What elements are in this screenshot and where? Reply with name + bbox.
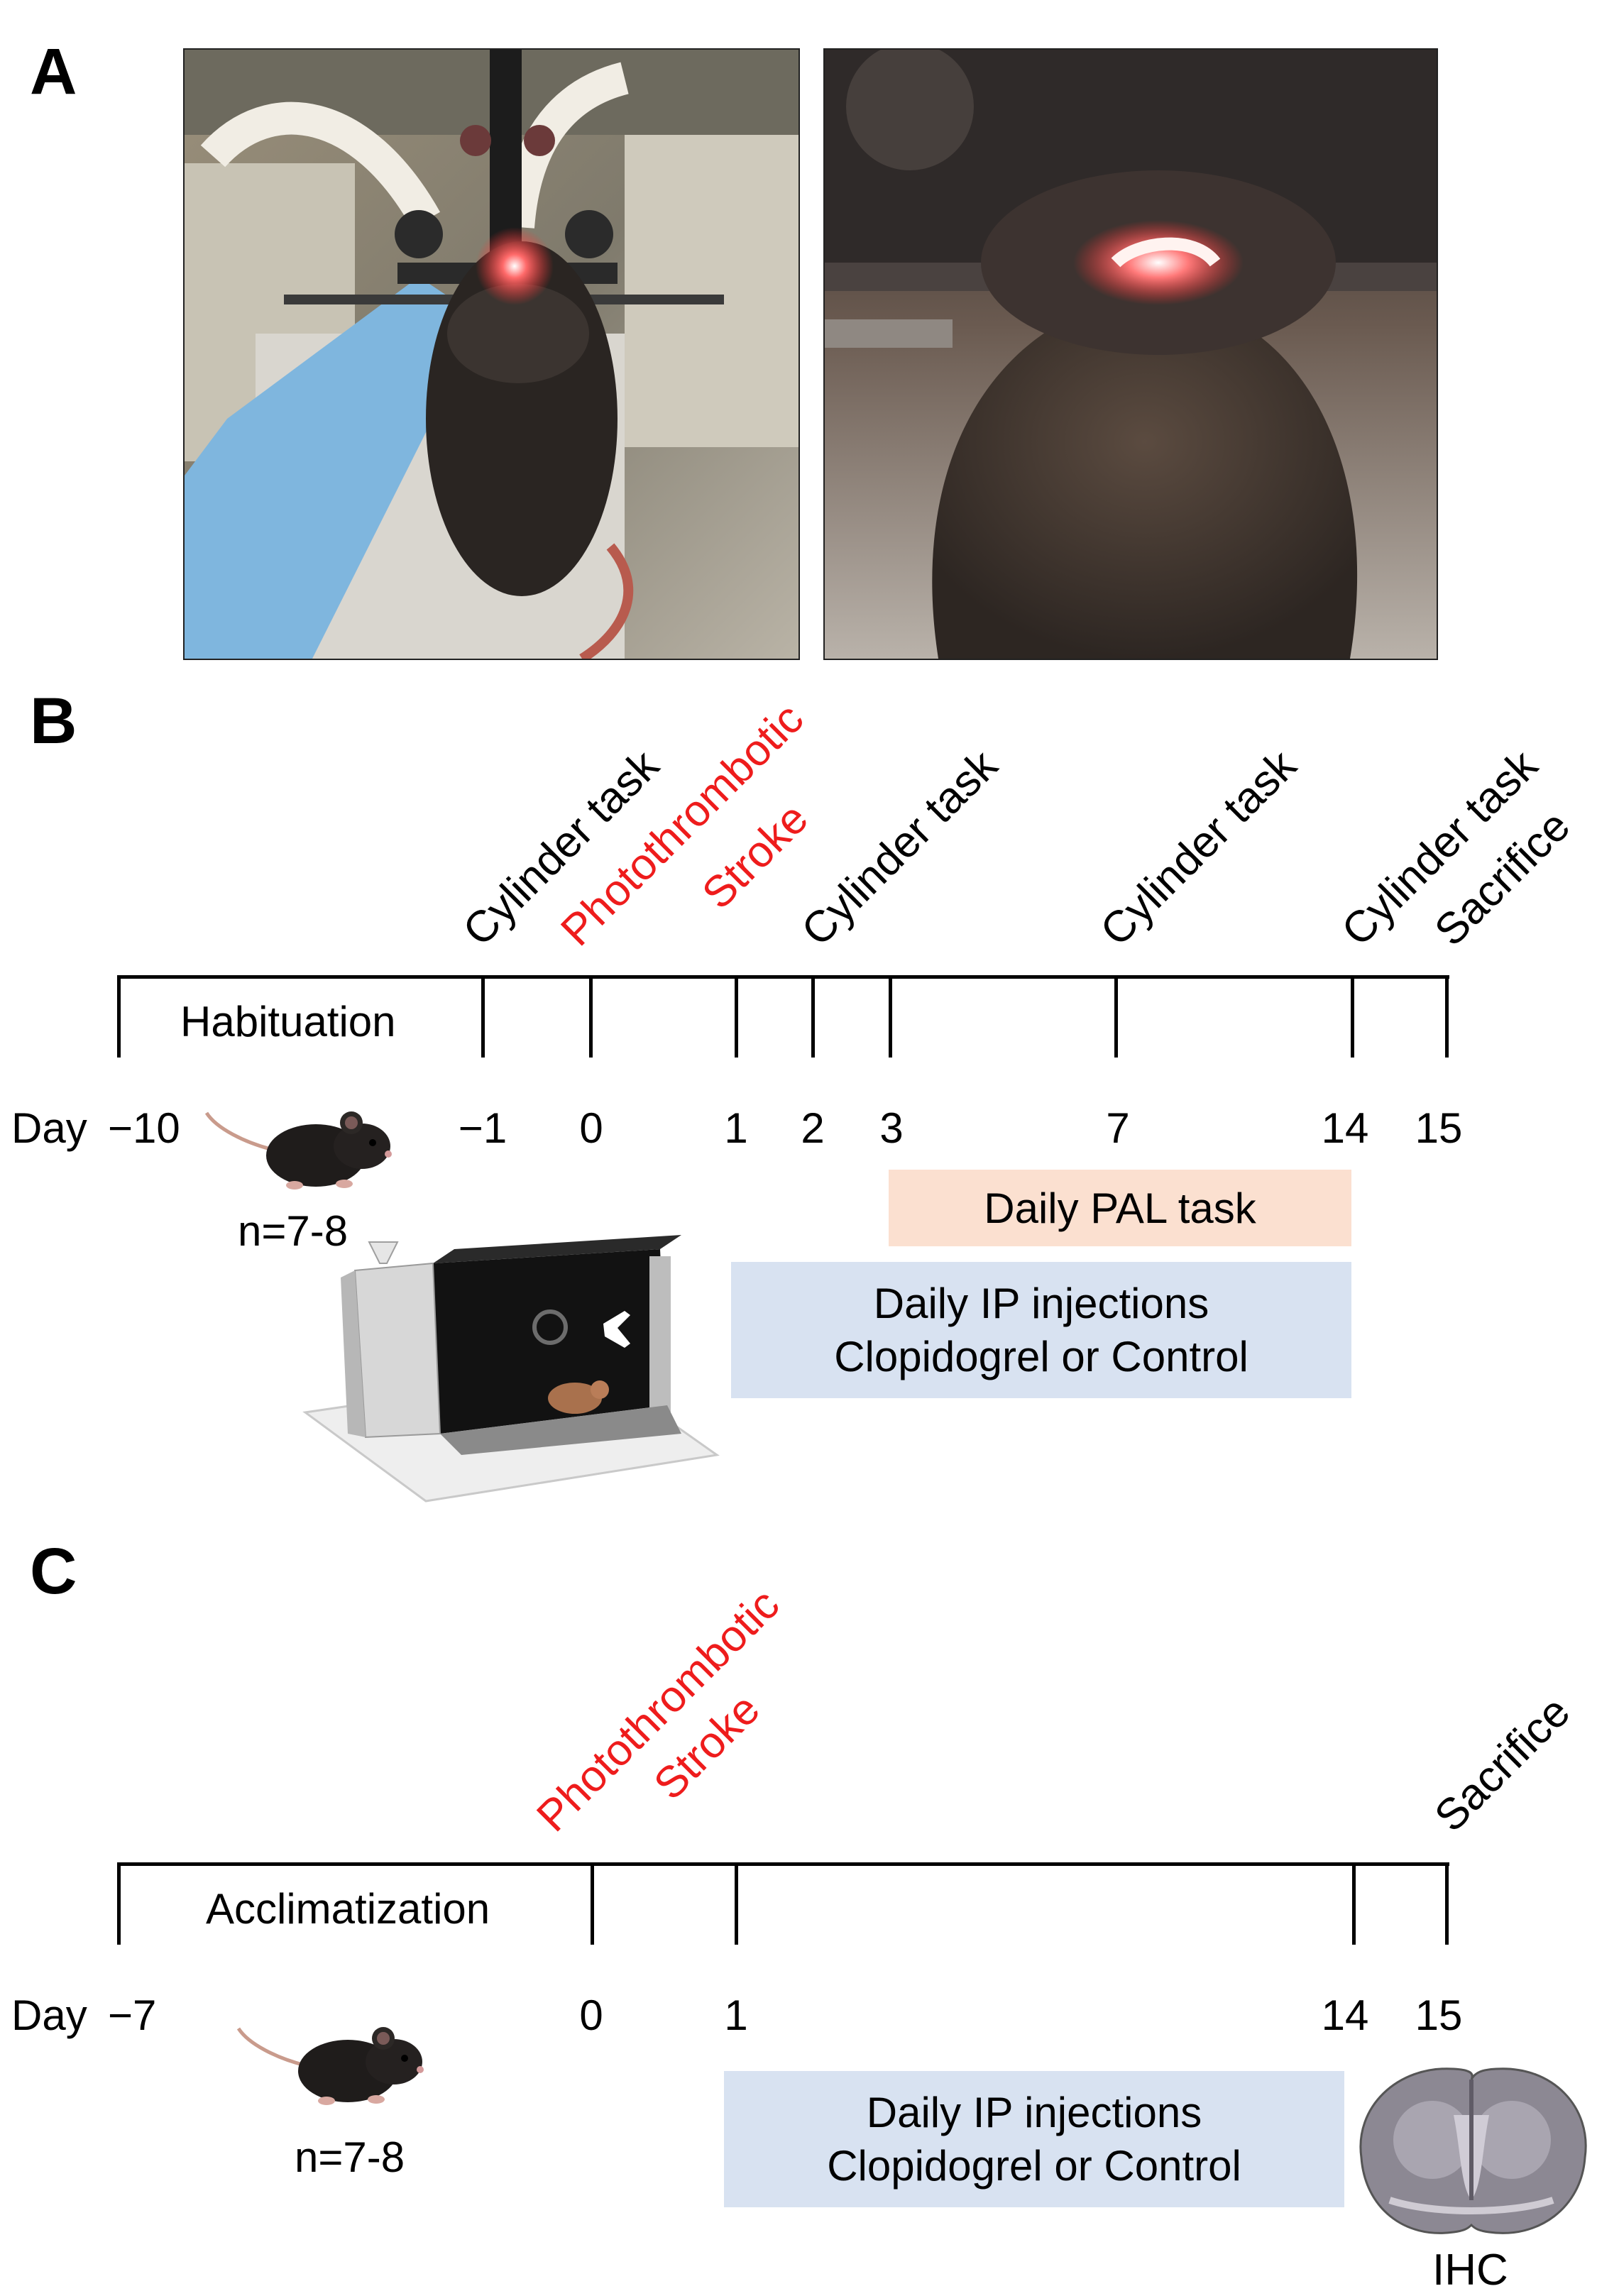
c-tick-0 xyxy=(591,1862,594,1945)
c-day-prefix: Day xyxy=(11,1992,87,2039)
b-pal-task-label: Daily PAL task xyxy=(984,1184,1256,1232)
b-tick-1 xyxy=(735,975,738,1058)
b-day-7: 7 xyxy=(1106,1104,1130,1152)
b-tick-14 xyxy=(1351,975,1354,1058)
panel-c-letter: C xyxy=(30,1535,77,1608)
b-day-15: 15 xyxy=(1415,1104,1463,1152)
b-pal-task-box: Daily PAL task xyxy=(889,1170,1351,1246)
c-tick-1 xyxy=(735,1862,738,1945)
panel-a-letter: A xyxy=(30,35,77,108)
c-ip-injections-box: Daily IP injections Clopidogrel or Contr… xyxy=(724,2071,1344,2207)
c-timeline-axis xyxy=(118,1862,1449,1866)
b-day-2: 2 xyxy=(801,1104,825,1152)
brain-section-image xyxy=(1347,2051,1596,2243)
b-tick-m1 xyxy=(481,975,485,1058)
c-day-0: 0 xyxy=(579,1992,603,2039)
c-day-15: 15 xyxy=(1415,1992,1463,2039)
b-timeline-axis xyxy=(118,975,1449,979)
c-tick-15 xyxy=(1445,1862,1449,1945)
c-day-m7: −7 xyxy=(108,1992,157,2039)
c-ip-line2: Clopidogrel or Control xyxy=(827,2142,1241,2190)
b-day-prefix: Day xyxy=(11,1104,87,1152)
b-event-cylinder-task-3: Cylinder task xyxy=(1091,740,1306,956)
b-day-14: 14 xyxy=(1321,1104,1369,1152)
panel-b-letter: B xyxy=(30,685,77,757)
b-day-m1: −1 xyxy=(458,1104,507,1152)
c-period-acclimatization: Acclimatization xyxy=(206,1885,490,1933)
stereotaxic-photo-overview xyxy=(183,48,800,660)
b-n-label: n=7-8 xyxy=(238,1207,349,1255)
b-tick-2 xyxy=(811,975,815,1058)
b-event-cylinder-task-2: Cylinder task xyxy=(792,740,1007,956)
b-ip-injections-box: Daily IP injections Clopidogrel or Contr… xyxy=(731,1262,1351,1398)
b-tick-15 xyxy=(1445,975,1449,1058)
b-day-m10: −10 xyxy=(108,1104,180,1152)
b-day-1: 1 xyxy=(724,1104,748,1152)
c-ihc-label: IHC xyxy=(1432,2246,1508,2295)
b-ip-line2: Clopidogrel or Control xyxy=(834,1333,1248,1380)
touchscreen-chamber-image xyxy=(298,1221,724,1505)
c-tick-m7 xyxy=(117,1862,121,1945)
c-ip-line1: Daily IP injections xyxy=(866,2089,1202,2136)
b-tick-0 xyxy=(589,975,593,1058)
b-tick-7 xyxy=(1114,975,1118,1058)
c-day-14: 14 xyxy=(1321,1992,1369,2039)
b-period-habituation: Habituation xyxy=(180,998,396,1045)
b-ip-line1: Daily IP injections xyxy=(873,1280,1209,1327)
mouse-image-b xyxy=(202,1093,401,1192)
b-tick-3 xyxy=(889,975,892,1058)
stereotaxic-photo-closeup xyxy=(823,48,1438,660)
c-n-label: n=7-8 xyxy=(295,2133,405,2181)
b-day-0: 0 xyxy=(579,1104,603,1152)
mouse-image-c xyxy=(234,2009,433,2108)
c-tick-14 xyxy=(1352,1862,1356,1945)
c-event-sacrifice: Sacrifice xyxy=(1425,1687,1580,1842)
b-day-3: 3 xyxy=(879,1104,904,1152)
c-day-1: 1 xyxy=(724,1992,748,2039)
b-tick-m10 xyxy=(117,975,121,1058)
